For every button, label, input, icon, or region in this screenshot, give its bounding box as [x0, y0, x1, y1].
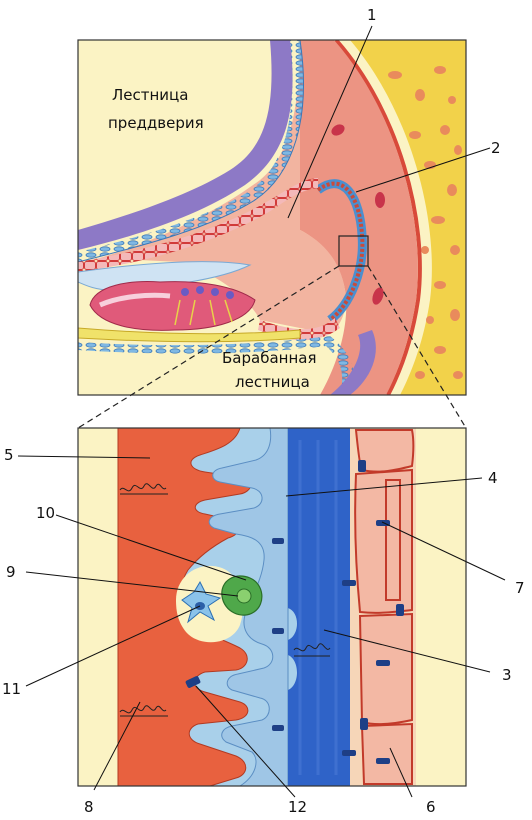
callout-8: 8	[84, 798, 94, 816]
callout-3: 3	[502, 666, 512, 684]
scala-vestibuli-label-1: Лестница	[112, 86, 188, 104]
callout-7: 7	[515, 579, 525, 597]
ligament-vessels	[331, 124, 385, 305]
macrophage-cell	[221, 575, 263, 616]
scala-vestibuli-label-2: преддверия	[108, 114, 204, 132]
zoom-line-left	[77, 265, 340, 429]
basal-cells	[354, 429, 415, 785]
callout-4: 4	[488, 469, 498, 487]
inset-marker	[338, 235, 369, 267]
callout-9: 9	[6, 563, 16, 581]
scala-media	[100, 40, 346, 335]
tight-junctions	[185, 460, 404, 764]
callout-12: 12	[288, 798, 307, 816]
scala-tympani-label-2: лестница	[235, 373, 310, 391]
callout-6: 6	[426, 798, 436, 816]
organ-of-corti	[89, 281, 256, 331]
zoom-line-right	[367, 265, 467, 429]
interdigitations	[119, 483, 331, 717]
tectorial-membrane	[78, 260, 252, 291]
leader-lines	[17, 25, 506, 798]
bone-wall	[350, 40, 466, 395]
cochlear-duct-overview	[78, 40, 466, 395]
callout-1: 1	[367, 6, 377, 24]
scala-tympani-label-1: Барабанная	[222, 349, 316, 367]
callout-5: 5	[4, 446, 14, 464]
top-panel-frame	[77, 39, 467, 396]
callout-10: 10	[36, 504, 55, 522]
scala-tympani-wall	[330, 330, 376, 395]
fibrocyte-layer	[416, 428, 466, 786]
bottom-panel-frame	[77, 427, 467, 787]
tympanic-lining	[78, 336, 354, 395]
reissner-membrane-purple	[78, 40, 293, 250]
epithelium-upper	[78, 178, 318, 272]
callout-2: 2	[491, 139, 501, 157]
basilar-membrane	[78, 327, 301, 343]
callout-11: 11	[2, 680, 21, 698]
stria-detail	[78, 428, 466, 786]
periosteum	[334, 40, 422, 395]
